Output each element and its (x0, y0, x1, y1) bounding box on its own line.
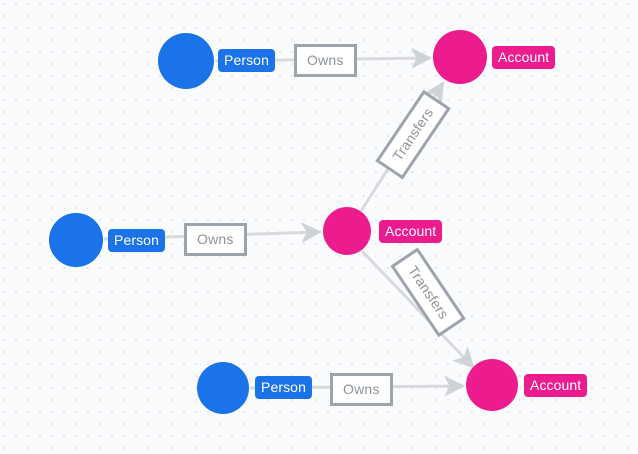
node-account-1[interactable] (433, 30, 487, 84)
node-label-person-2[interactable]: Person (108, 229, 165, 252)
node-person-2[interactable] (49, 213, 103, 267)
node-person-1[interactable] (158, 33, 214, 89)
node-person-3[interactable] (197, 362, 249, 414)
node-label-account-1[interactable]: Account (492, 46, 556, 69)
node-label-account-2[interactable]: Account (379, 220, 443, 243)
edge-label-owns-1[interactable]: Owns (294, 44, 357, 77)
node-label-person-3[interactable]: Person (255, 376, 312, 399)
edge-label-transfers-1[interactable]: Transfers (375, 89, 452, 180)
edge-label-transfers-2[interactable]: Transfers (390, 247, 467, 338)
node-label-account-3[interactable]: Account (524, 374, 588, 397)
node-account-2[interactable] (323, 207, 371, 255)
node-label-person-1[interactable]: Person (218, 49, 275, 72)
edge-label-owns-3[interactable]: Owns (330, 373, 393, 406)
node-account-3[interactable] (466, 359, 518, 411)
edge-label-owns-2[interactable]: Owns (184, 223, 247, 256)
